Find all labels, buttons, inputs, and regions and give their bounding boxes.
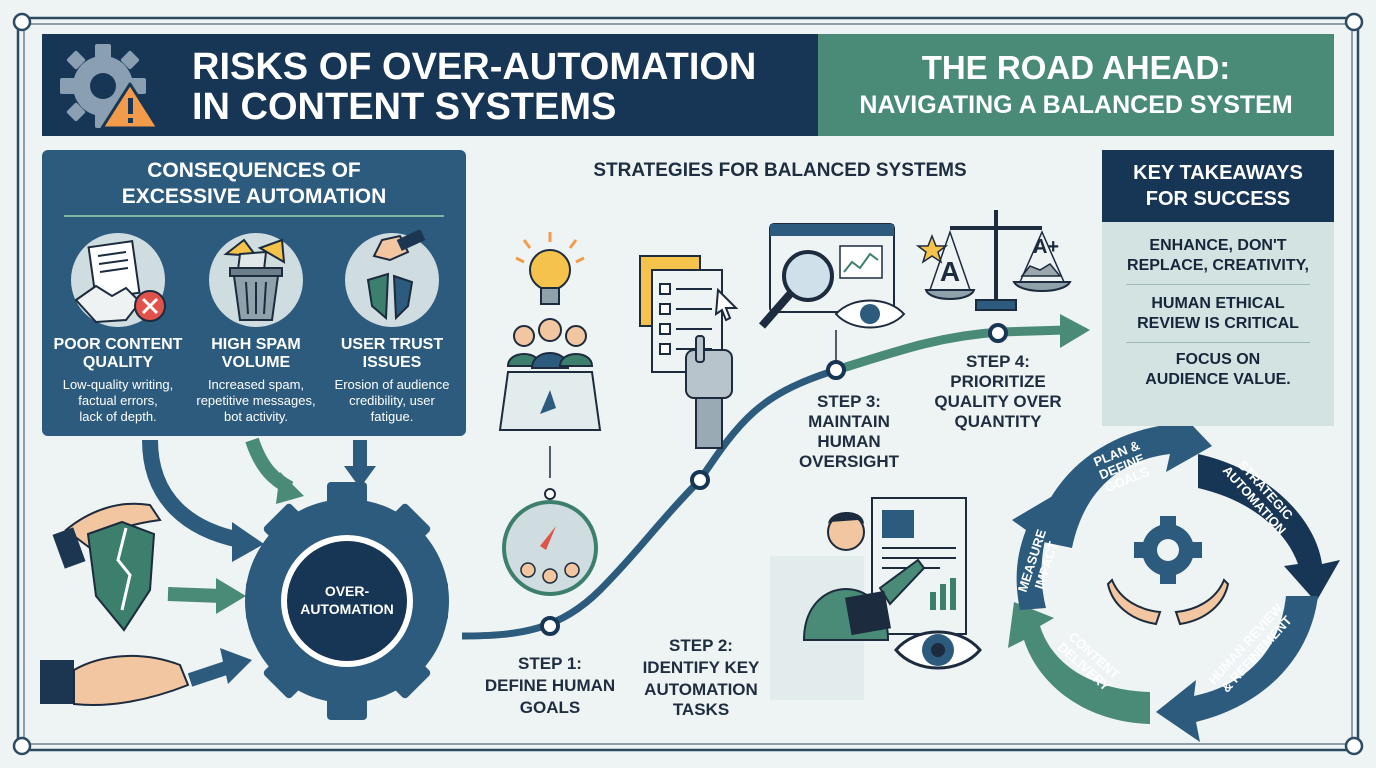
step-2-line2: IDENTIFY KEY xyxy=(642,658,760,677)
arrow-to-gear-1-head xyxy=(232,522,264,562)
strategies-title: STRATEGIES FOR BALANCED SYSTEMS xyxy=(593,160,967,181)
consequence-3-desc-line1: Erosion of audience xyxy=(334,377,450,392)
takeaway-divider-2 xyxy=(1126,342,1310,343)
consequence-3-title-line2: ISSUES xyxy=(362,354,422,371)
gear-label-line1: OVER- xyxy=(324,583,370,599)
broken-trust-icon xyxy=(345,230,439,327)
takeaway-2-line1: HUMAN ETHICAL xyxy=(1151,295,1285,312)
hand-shield-illustration xyxy=(52,502,162,632)
step-4-marker xyxy=(988,323,1008,343)
step-1-line2: DEFINE HUMAN xyxy=(484,676,616,695)
takeaways-title-line2: FOR SUCCESS xyxy=(1145,188,1291,210)
consequence-2-desc-line1: Increased spam, xyxy=(207,377,305,392)
consequence-1-desc-line2: factual errors, xyxy=(78,393,158,408)
consequence-3-desc-line2: credibility, user xyxy=(349,393,435,408)
open-hand-illustration xyxy=(40,655,190,707)
consequence-2-desc-line3: bot activity. xyxy=(223,409,289,424)
balance-scale-illustration xyxy=(915,210,1072,311)
takeaway-3-line2: AUDIENCE VALUE. xyxy=(1145,371,1291,388)
progress-road-arrowhead xyxy=(1060,314,1090,348)
grade-badge: A+ xyxy=(1032,236,1060,258)
arrow-to-gear-2-head xyxy=(276,472,304,504)
gear-label-line2: AUTOMATION xyxy=(300,601,394,617)
consequence-1-desc-line1: Low-quality writing, xyxy=(62,377,174,392)
lightbulb-team-illustration xyxy=(498,232,602,431)
arrow-to-gear-5-head xyxy=(220,648,252,684)
checklist-robot-illustration xyxy=(639,255,739,449)
gear-warning-icon xyxy=(60,44,160,130)
step-4-line1: STEP 4: xyxy=(966,352,1030,371)
takeaway-1-line2: REPLACE, CREATIVITY, xyxy=(1127,257,1309,274)
step-4-line2: PRIORITIZE xyxy=(950,372,1046,391)
cycle-diagram xyxy=(1008,404,1340,742)
header-right-banner xyxy=(818,34,1334,136)
monitor-magnifier-illustration xyxy=(758,223,906,329)
takeaway-2-line2: REVIEW IS CRITICAL xyxy=(1137,315,1299,332)
consequence-2-desc-line2: repetitive messages, xyxy=(196,393,316,408)
header-right-title-line2: NAVIGATING A BALANCED SYSTEM xyxy=(859,91,1293,119)
arrow-to-gear-4-head xyxy=(216,578,246,614)
consequence-1-title-line1: POOR CONTENT xyxy=(53,336,183,353)
step-1-line1: STEP 1: xyxy=(518,654,582,673)
header-right-title-line1: THE ROAD AHEAD: xyxy=(921,49,1231,86)
consequence-3-desc-line3: fatigue. xyxy=(370,409,414,424)
consequences-title-line2: EXCESSIVE AUTOMATION xyxy=(121,185,387,208)
over-automation-gear xyxy=(245,482,449,720)
consequence-2-title-line2: VOLUME xyxy=(221,354,291,371)
step-3-line4: OVERSIGHT xyxy=(798,452,900,471)
step-3-line2: MAINTAIN xyxy=(808,412,890,431)
step-1-line3: GOALS xyxy=(519,698,581,717)
header-left-title-line1: RISKS OF OVER-AUTOMATION xyxy=(192,46,757,88)
step-2-marker xyxy=(690,470,710,490)
arrow-to-gear-4 xyxy=(167,587,223,603)
step-1-marker xyxy=(540,616,560,636)
arrow-to-gear-1 xyxy=(142,439,242,548)
step-3-line1: STEP 3: xyxy=(817,392,881,411)
step-2-line3: AUTOMATION xyxy=(644,680,758,699)
spam-trash-icon xyxy=(209,233,303,327)
step-3-marker xyxy=(826,360,846,380)
takeaway-1-line1: ENHANCE, DON'T xyxy=(1149,237,1287,254)
grade-letter: A xyxy=(939,256,961,287)
header-left-banner xyxy=(42,34,818,136)
step-4-line3: QUALITY OVER xyxy=(934,392,1062,411)
crumpled-paper-icon xyxy=(71,233,166,327)
takeaways-panel xyxy=(1102,222,1334,426)
analyst-illustration xyxy=(770,497,982,700)
consequences-divider xyxy=(64,215,444,217)
consequence-1-title-line2: QUALITY xyxy=(82,354,154,371)
step-2-line1: STEP 2: xyxy=(669,636,733,655)
step-3-line3: HUMAN xyxy=(817,432,881,451)
arrow-to-gear-3-head xyxy=(344,466,376,488)
takeaways-title-line1: KEY TAKEAWAYS xyxy=(1133,162,1303,184)
consequences-title-line1: CONSEQUENCES OF xyxy=(147,159,361,182)
arrow-to-gear-5 xyxy=(187,661,229,687)
header-left-title-line2: IN CONTENT SYSTEMS xyxy=(192,86,617,128)
takeaway-3-line1: FOCUS ON xyxy=(1175,351,1261,368)
step-4-line4: QUANTITY xyxy=(954,412,1042,431)
compass-team-illustration xyxy=(502,488,598,596)
step-2-line4: TASKS xyxy=(672,700,730,719)
consequence-1-desc-line3: lack of depth. xyxy=(79,409,157,424)
takeaways-header xyxy=(1102,150,1334,222)
takeaway-divider-1 xyxy=(1126,284,1310,285)
consequence-2-title-line1: HIGH SPAM xyxy=(211,336,301,353)
consequence-3-title-line1: USER TRUST xyxy=(340,336,444,353)
